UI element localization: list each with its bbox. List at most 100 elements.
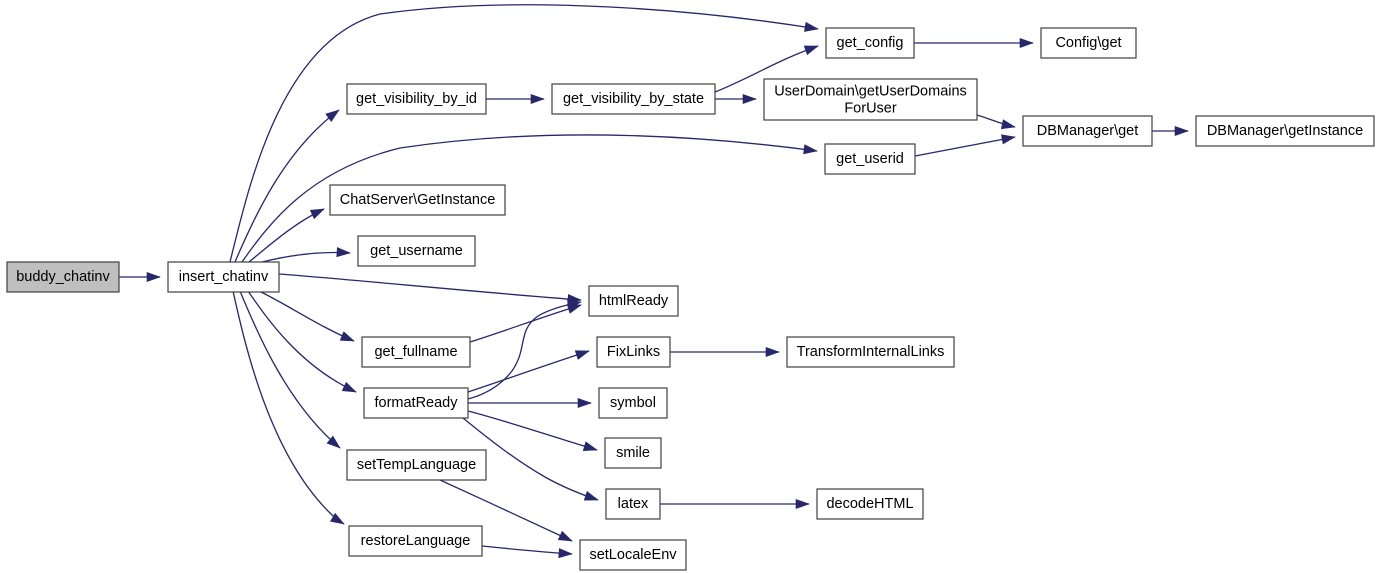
edge-get_visibility_by_id-to-get_visibility_by_state: [486, 93, 545, 105]
node-box[interactable]: [1195, 115, 1375, 147]
node-label: htmlReady: [599, 293, 669, 309]
node-label: get_username: [370, 243, 463, 259]
nodes-layer: buddy_chatinv insert_chatinv get_visibilit…: [6, 27, 1375, 571]
node-box[interactable]: [588, 285, 679, 317]
node-box[interactable]: [6, 261, 120, 293]
node-box[interactable]: [786, 336, 955, 368]
node-box[interactable]: [348, 525, 483, 557]
arrowhead-icon: [339, 331, 355, 342]
node-buddy_chatinv[interactable]: buddy_chatinv: [6, 261, 120, 293]
node-DBManager_getInstance[interactable]: DBManager\getInstance: [1195, 115, 1375, 147]
node-get_username[interactable]: get_username: [357, 235, 476, 267]
node-label: latex: [618, 496, 649, 512]
node-box[interactable]: [1022, 115, 1153, 147]
node-get_fullname[interactable]: get_fullname: [361, 336, 471, 368]
node-box[interactable]: [604, 437, 662, 469]
arrowhead-icon: [336, 247, 351, 258]
node-box[interactable]: [825, 27, 915, 59]
node-get_visibility_by_id[interactable]: get_visibility_by_id: [346, 83, 487, 115]
arrowhead-icon: [341, 381, 357, 393]
node-htmlReady[interactable]: htmlReady: [588, 285, 679, 317]
node-get_config[interactable]: get_config: [825, 27, 915, 59]
arrowhead-icon: [795, 498, 810, 510]
node-box[interactable]: [551, 83, 716, 115]
node-label: setTempLanguage: [357, 457, 476, 473]
edge-line: [229, 4, 819, 263]
node-FixLinks[interactable]: FixLinks: [596, 336, 671, 368]
edge-formatReady-to-smile: [467, 410, 598, 452]
edge-FixLinks-to-TransformInternalLinks: [670, 346, 780, 358]
node-label: symbol: [610, 395, 656, 411]
node-ChatServer_GetInstance[interactable]: ChatServer\GetInstance: [329, 184, 506, 216]
edge-get_fullname-to-htmlReady: [469, 304, 582, 343]
edge-insert_chatinv-to-formatReady: [247, 290, 357, 393]
node-symbol[interactable]: symbol: [598, 387, 668, 419]
node-get_userid[interactable]: get_userid: [824, 143, 916, 175]
node-insert_chatinv[interactable]: insert_chatinv: [167, 261, 280, 293]
node-formatReady[interactable]: formatReady: [363, 387, 469, 419]
node-box[interactable]: [167, 261, 280, 293]
node-box[interactable]: [824, 143, 916, 175]
arrowhead-icon: [567, 299, 582, 310]
node-latex[interactable]: latex: [605, 488, 661, 520]
edge-line: [467, 410, 598, 451]
edge-formatReady-to-htmlReady: [467, 299, 582, 400]
node-box[interactable]: [1040, 27, 1137, 59]
edge-formatReady-to-latex: [462, 417, 599, 501]
edge-line: [462, 417, 599, 501]
arrowhead-icon: [1001, 134, 1016, 145]
arrowhead-icon: [803, 144, 818, 155]
node-label: TransformInternalLinks: [797, 344, 945, 360]
edge-line: [241, 134, 818, 263]
node-label: get_userid: [836, 151, 904, 167]
node-box[interactable]: [598, 387, 668, 419]
node-restoreLanguage[interactable]: restoreLanguage: [348, 525, 483, 557]
node-box[interactable]: [816, 488, 924, 520]
edge-line: [439, 479, 573, 542]
arrowhead-icon: [765, 346, 780, 358]
node-box[interactable]: [329, 184, 506, 216]
arrowhead-icon: [330, 512, 345, 525]
node-box[interactable]: [346, 83, 487, 115]
node-box[interactable]: [346, 449, 487, 481]
arrowhead-icon: [582, 441, 598, 452]
node-get_visibility_by_state[interactable]: get_visibility_by_state: [551, 83, 716, 115]
node-DBManager_get[interactable]: DBManager\get: [1022, 115, 1153, 147]
node-setTempLanguage[interactable]: setTempLanguage: [346, 449, 487, 481]
node-label: Config\get: [1055, 35, 1121, 51]
node-label: smile: [616, 445, 650, 461]
node-label: insert_chatinv: [179, 269, 269, 285]
node-TransformInternalLinks[interactable]: TransformInternalLinks: [786, 336, 955, 368]
edge-insert_chatinv-to-restoreLanguage: [232, 290, 345, 525]
edge-latex-to-decodeHTML: [660, 498, 810, 510]
node-box[interactable]: [579, 539, 687, 571]
node-smile[interactable]: smile: [604, 437, 662, 469]
edge-insert_chatinv-to-ChatServer_GetInstance: [248, 208, 325, 263]
edge-insert_chatinv-to-get_visibility_by_id: [234, 109, 340, 263]
arrowhead-icon: [1019, 37, 1034, 49]
edge-UserDomain_getUserDomainsForUser-to-DBManager_get: [976, 114, 1016, 130]
arrowhead-icon: [583, 491, 599, 501]
node-box[interactable]: [596, 336, 671, 368]
node-box[interactable]: [361, 336, 471, 368]
arrowhead-icon: [804, 21, 819, 32]
node-box[interactable]: [605, 488, 661, 520]
node-box[interactable]: [363, 387, 469, 419]
node-setLocaleEnv[interactable]: setLocaleEnv: [579, 539, 687, 571]
edge-formatReady-to-symbol: [468, 397, 592, 409]
arrowhead-icon: [146, 271, 161, 283]
edge-line: [239, 290, 341, 449]
node-decodeHTML[interactable]: decodeHTML: [816, 488, 924, 520]
node-Config_get[interactable]: Config\get: [1040, 27, 1137, 59]
node-box[interactable]: [763, 78, 978, 121]
edge-DBManager_get-to-DBManager_getInstance: [1152, 125, 1189, 137]
edges-layer: [119, 4, 1189, 559]
arrowhead-icon: [557, 530, 573, 542]
edge-insert_chatinv-to-get_userid: [241, 134, 818, 263]
edge-setTempLanguage-to-setLocaleEnv: [439, 479, 573, 542]
edge-line: [467, 301, 582, 400]
node-box[interactable]: [357, 235, 476, 267]
